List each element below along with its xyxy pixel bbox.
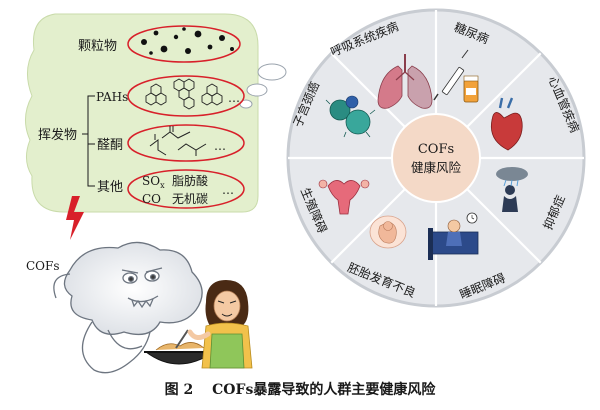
- cofs-source-label: COFs: [26, 259, 60, 273]
- heart-icon: [490, 97, 523, 151]
- particle-dots-icon: [141, 27, 234, 55]
- cloud-shape: [25, 13, 259, 213]
- ketone-molecule-icon: [149, 126, 207, 156]
- sox-label: SOx: [142, 174, 165, 190]
- ketones-label: 醛酮: [97, 137, 123, 153]
- center-title-cofs: COFs: [418, 142, 454, 157]
- emissions-cloud: 颗粒物 挥发物 PAHs 醛酮 其他: [25, 13, 287, 213]
- volatiles-bracket: [82, 95, 95, 187]
- embryo-icon: [369, 215, 407, 249]
- thought-bubble-large: [257, 63, 287, 81]
- particles-label: 颗粒物: [78, 39, 117, 54]
- others-ellipsis: …: [222, 183, 234, 197]
- pahs-ellipsis: …: [228, 91, 240, 105]
- medicine-bottle-icon: [463, 75, 479, 103]
- pahs-label: PAHs: [96, 90, 128, 104]
- uterus-icon: [318, 179, 370, 215]
- smoke-monster-icon: [53, 241, 203, 374]
- co-label: CO: [142, 192, 161, 206]
- figure-caption: 图 2 COFs暴露导致的人群主要健康风险: [165, 381, 437, 398]
- wheel-center: [391, 113, 481, 203]
- center-title-health-risk: 健康风险: [411, 160, 462, 175]
- pahs-ellipse: [127, 75, 245, 117]
- depression-figure-icon: [496, 167, 528, 212]
- pah-molecule-icon: [145, 78, 223, 110]
- others-label: 其他: [97, 180, 123, 195]
- inorganic-carbon-label: 无机碳: [172, 192, 208, 206]
- lightning-bolt-icon: [66, 196, 84, 240]
- volatiles-label: 挥发物: [38, 127, 77, 143]
- cook-figure-icon: [187, 280, 253, 369]
- cancer-cell-icon: [325, 95, 376, 138]
- ketones-ellipsis: …: [214, 139, 226, 153]
- syringe-icon: [433, 49, 469, 101]
- fatty-acid-label: 脂肪酸: [172, 173, 208, 188]
- particles-ellipse: [127, 25, 241, 63]
- ketones-ellipse: [127, 124, 245, 162]
- sleep-disorder-icon: [428, 212, 479, 260]
- others-ellipse: [127, 169, 245, 209]
- lungs-icon: [377, 54, 433, 109]
- health-risk-wheel: COFs 健康风险 呼吸系统疾病 糖尿病 心血管疾病 抑郁症 睡眠障碍 胚胎发育…: [286, 8, 586, 308]
- thought-bubble-medium: [246, 83, 268, 97]
- cooking-scene-illustration: [53, 241, 253, 374]
